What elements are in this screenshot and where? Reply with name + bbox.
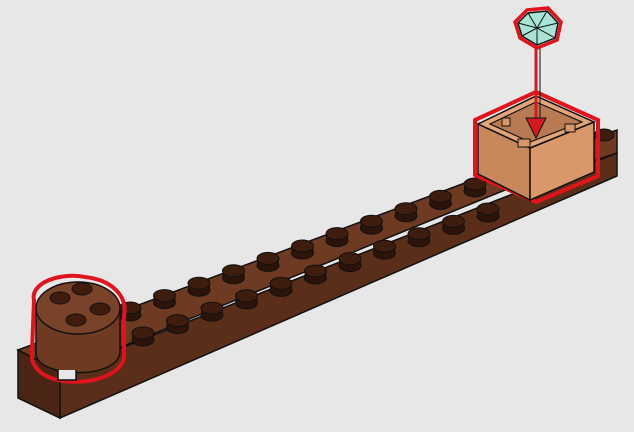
stud-top <box>132 327 154 339</box>
stud-top <box>236 290 258 302</box>
stud-top <box>257 252 279 264</box>
stud-top <box>395 203 417 215</box>
round-brick-stud <box>50 292 70 304</box>
stud-top <box>361 215 383 227</box>
stud-top <box>292 240 314 252</box>
stud-top <box>326 228 348 240</box>
stud-top <box>188 277 210 289</box>
container-inner-clip <box>518 139 530 147</box>
stud-top <box>167 315 189 327</box>
stud-top <box>270 277 292 289</box>
trans-clear-round-tile <box>515 8 561 48</box>
container-inner-clip <box>565 124 575 132</box>
round-brick-stud <box>66 314 86 326</box>
stud-top <box>477 203 499 215</box>
stud-top <box>154 290 176 302</box>
round-brick-stud <box>72 283 92 295</box>
stud-top <box>201 302 223 314</box>
brown-round-brick <box>32 276 125 382</box>
stud-top <box>443 215 465 227</box>
stud-top <box>339 253 361 265</box>
stud-top <box>223 265 245 277</box>
stud-top <box>374 240 396 252</box>
stud-top <box>305 265 327 277</box>
round-brick-notch <box>58 370 76 380</box>
container-inner-clip <box>502 118 510 126</box>
stud-top <box>408 228 430 240</box>
stud-top <box>430 190 452 202</box>
round-brick-stud <box>90 303 110 315</box>
